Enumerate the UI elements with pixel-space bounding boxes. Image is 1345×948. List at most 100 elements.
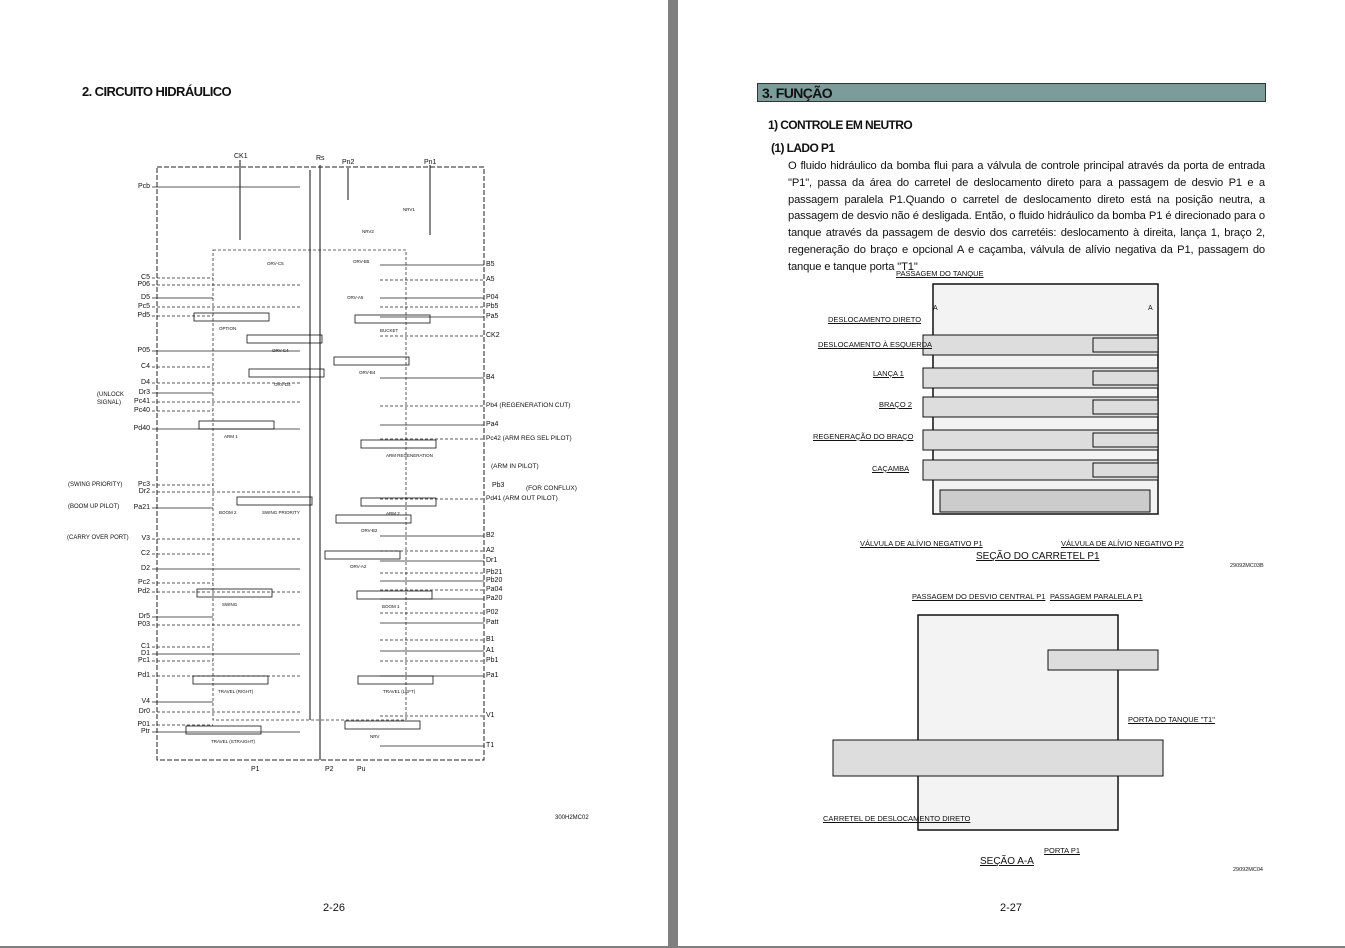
port-label: Pb5 [486, 303, 499, 310]
port-label: T1 [486, 742, 495, 749]
component-label: ORV-B2 [361, 528, 378, 533]
port-label: B5 [486, 261, 495, 268]
spool-symbol [248, 368, 325, 378]
figure-caption: SEÇÃO DO CARRETEL P1 [976, 551, 1100, 562]
port-label: Pa20 [486, 595, 503, 602]
port-label: (FOR CONFLUX) [526, 485, 577, 492]
spool-symbol [360, 497, 437, 507]
spool-symbol [185, 725, 262, 735]
component-label: ORV-C5 [267, 261, 284, 266]
component-label: BUCKET [380, 328, 399, 333]
port-label: Pa4 [486, 421, 499, 428]
callout-label: BRAÇO 2 [879, 400, 912, 409]
relief-valves [939, 489, 1151, 513]
section-header-bar: 3. FUNÇÃO [757, 83, 1266, 102]
port-label: B2 [486, 532, 495, 539]
component-label: ORV-A2 [350, 564, 367, 569]
port-label-top: Rs [316, 155, 325, 162]
component-label: ORV-B5 [353, 259, 370, 264]
spool-symbol [198, 420, 275, 430]
component-label: BOOM 2 [219, 510, 237, 515]
note-label: (BOOM UP PILOT) [68, 504, 120, 510]
port-label-p05: P05 [137, 347, 150, 354]
callout-label: REGENERAÇÃO DO BRAÇO [813, 432, 914, 441]
component-label: NRV1 [403, 207, 415, 212]
callout-label: DESLOCAMENTO DIRETO [828, 315, 922, 324]
component-label: ORV-A5 [347, 295, 364, 300]
component-label: TRAVEL (LEFT) [383, 689, 416, 694]
port-label: Pa04 [486, 586, 503, 593]
section-aa-body [917, 614, 1119, 831]
subsection-title: 1) CONTROLE EM NEUTRO [768, 118, 913, 132]
port-label-c5: C5 [141, 274, 150, 281]
port-label-dr3: Dr3 [138, 389, 150, 396]
port-label-v3: V3 [141, 535, 150, 542]
spool-symbol [357, 675, 434, 685]
right-page: 3. FUNÇÃO 1) CONTROLE EM NEUTRO (1) LADO… [678, 0, 1345, 946]
section-heading: 3. FUNÇÃO [762, 85, 833, 101]
port-label-d2: D2 [141, 565, 150, 572]
figure-code: 29092MC03B [1230, 563, 1264, 569]
sub-subsection-title: (1) LADO P1 [771, 141, 835, 155]
spool-symbol [344, 720, 421, 730]
spool-symbol [192, 675, 269, 685]
port-label: Pc42 (ARM REG SEL PILOT) [486, 435, 572, 442]
port-label-v4: V4 [141, 698, 150, 705]
port-label-pa21: Pa21 [133, 504, 150, 511]
port-label: B1 [486, 636, 495, 643]
page-number: 2-26 [323, 902, 346, 914]
side-valve [1047, 649, 1159, 671]
callout-label: PASSAGEM PARALELA P1 [1050, 592, 1143, 601]
port-label: V1 [486, 712, 495, 719]
port-label: Dr1 [486, 557, 498, 564]
component-label: ARM REGENERATION [386, 453, 433, 458]
port-label-pd2: Pd2 [137, 588, 150, 595]
component-label: TRAVEL (STRAIGHT) [211, 739, 256, 744]
spool-symbol [354, 314, 431, 324]
port-label: B4 [486, 374, 495, 381]
port-label: Pb21 [486, 569, 503, 576]
port-label: Patt [486, 619, 499, 626]
drawing-code: 300H2MC02 [555, 815, 589, 821]
port-label-p03: P03 [137, 621, 150, 628]
section-mark: A [1148, 305, 1153, 312]
callout-label: CAÇAMBA [872, 464, 910, 473]
port-label: Pd41 (ARM OUT PILOT) [486, 495, 558, 502]
port-label-p06: P06 [137, 281, 150, 288]
port-label-top: CK1 [234, 153, 248, 160]
port-label: P02 [486, 609, 499, 616]
component-label: SWING [222, 602, 238, 607]
port-label: P04 [486, 294, 499, 301]
component-label: OPTION [219, 326, 237, 331]
callout-label: PASSAGEM DO DESVIO CENTRAL P1 [912, 592, 1046, 601]
callout-label: VÁLVULA DE ALÍVIO NEGATIVO P1 [860, 539, 983, 548]
port-label-ptr: Ptr [141, 728, 150, 735]
port-label-top: Pn1 [424, 159, 437, 166]
note-label: (UNLOCK SIGNAL) [97, 392, 125, 406]
port-label: A1 [486, 647, 495, 654]
port-label-pc5: Pc5 [137, 303, 150, 310]
port-label: Pb1 [486, 657, 499, 664]
callout-label: CARRETEL DE DESLOCAMENTO DIRETO [823, 814, 971, 823]
component-label: ARM 2 [386, 511, 400, 516]
port-label-pc3: Pc3 [137, 481, 150, 488]
component-label: TRAVEL (RIGHT) [218, 689, 254, 694]
callout-label: PASSAGEM DO TANQUE [896, 269, 984, 278]
port-label: Pb3 [492, 482, 505, 489]
spring [1092, 462, 1159, 478]
port-label-dr5: Dr5 [138, 613, 150, 620]
callout-label: LANÇA 1 [873, 369, 904, 378]
spring [1092, 432, 1159, 448]
body-paragraph: O fluido hidráulico da bomba flui para a… [788, 160, 1265, 273]
port-label-pc2: Pc2 [137, 579, 150, 586]
spool-symbol [335, 514, 412, 524]
port-label-pcb: Pcb [137, 183, 150, 190]
port-label-pc40: Pc40 [134, 407, 150, 414]
port-label-d1: D1 [141, 650, 150, 657]
spool-symbol [246, 334, 323, 344]
section-mark: A [933, 305, 938, 312]
note-label: (SWING PRIORITY) [68, 482, 123, 488]
component-label: NRV2 [362, 229, 374, 234]
spring [1092, 370, 1159, 386]
port-label-bottom: Pu [357, 766, 366, 773]
